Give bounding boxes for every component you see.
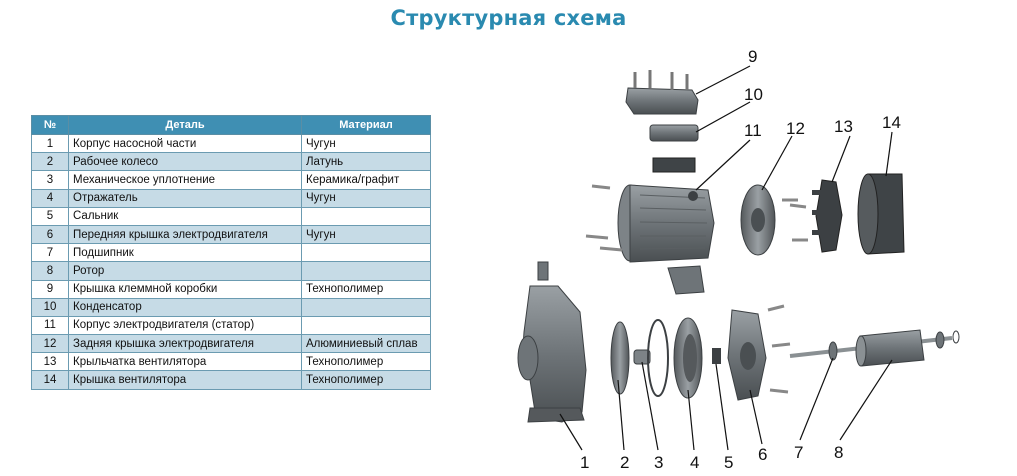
fan-impeller-part <box>812 179 843 253</box>
cell-num: 3 <box>31 170 69 190</box>
cell-num: 11 <box>31 315 69 336</box>
callout-11: 11 <box>744 121 762 140</box>
callout-13: 13 <box>834 117 853 136</box>
cell-num: 8 <box>31 261 69 281</box>
cell-material: Технополимер <box>301 352 431 372</box>
callout-1: 1 <box>580 453 589 472</box>
cell-part: Ротор <box>68 261 302 281</box>
callout-10: 10 <box>744 85 763 104</box>
shaft-seal-part <box>712 348 721 364</box>
callout-9: 9 <box>748 47 757 66</box>
cell-num: 1 <box>31 133 69 154</box>
capacitor-part <box>649 124 699 142</box>
cell-part: Корпус насосной части <box>68 133 302 154</box>
front-cover-part <box>727 309 767 401</box>
callout-4: 4 <box>690 453 699 472</box>
cell-num: 10 <box>31 297 69 317</box>
cell-material: Чугун <box>301 133 431 154</box>
cell-num: 7 <box>31 243 69 263</box>
deflector-part <box>673 317 703 399</box>
cell-part: Задняя крышка электродвигателя <box>68 334 302 354</box>
cell-num: 5 <box>31 206 69 226</box>
header-part: Деталь <box>68 115 302 135</box>
callout-8: 8 <box>834 443 843 462</box>
cell-part: Крыльчатка вентилятора <box>68 352 302 372</box>
callout-6: 6 <box>758 445 767 464</box>
header-material: Материал <box>301 115 431 135</box>
cell-material <box>301 297 431 317</box>
header-num: № <box>31 115 69 135</box>
cell-material: Чугун <box>301 224 431 245</box>
cell-material: Латунь <box>301 152 431 172</box>
cell-material: Чугун <box>301 188 431 208</box>
callout-12: 12 <box>786 119 805 138</box>
cell-part: Подшипник <box>68 243 302 263</box>
cell-material: Керамика/графит <box>301 170 431 190</box>
rotor-part <box>789 329 960 367</box>
cell-material: Технополимер <box>301 370 431 390</box>
stator-housing-part <box>617 184 715 263</box>
callout-3: 3 <box>654 453 663 472</box>
cell-num: 2 <box>31 152 69 172</box>
cell-part: Крышка клеммной коробки <box>68 279 302 299</box>
cell-part: Рабочее колесо <box>68 152 302 172</box>
cell-part: Крышка вентилятора <box>68 370 302 390</box>
cell-part: Конденсатор <box>68 297 302 317</box>
cell-num: 9 <box>31 279 69 299</box>
exploded-pump-diagram: 9 10 11 12 13 14 1 2 3 4 5 6 7 8 <box>517 47 960 472</box>
cell-part: Отражатель <box>68 188 302 208</box>
cell-num: 14 <box>31 370 69 390</box>
table-header-row: № Деталь Материал <box>31 115 431 135</box>
cell-num: 13 <box>31 352 69 372</box>
cell-part: Передняя крышка электродвигателя <box>68 224 302 245</box>
cell-material <box>301 261 431 281</box>
callout-5: 5 <box>724 453 733 472</box>
rear-cover-part <box>740 184 776 256</box>
cell-material: Технополимер <box>301 279 431 299</box>
cell-material <box>301 315 431 336</box>
cell-material <box>301 243 431 263</box>
callout-7: 7 <box>794 443 803 462</box>
callout-14: 14 <box>882 113 901 132</box>
cell-material <box>301 206 431 226</box>
cell-num: 6 <box>31 224 69 245</box>
terminal-box-cover-part <box>625 70 699 115</box>
page-title: Структурная схема <box>390 6 627 30</box>
cell-part: Механическое уплотнение <box>68 170 302 190</box>
cell-part: Корпус электродвигателя (статор) <box>68 315 302 336</box>
fan-cover-part <box>857 173 905 255</box>
impeller-part <box>610 321 630 395</box>
cell-part: Сальник <box>68 206 302 226</box>
callout-2: 2 <box>620 453 629 472</box>
cell-num: 12 <box>31 334 69 354</box>
pump-casing-part <box>517 261 587 423</box>
cell-material: Алюминиевый сплав <box>301 334 431 354</box>
cell-num: 4 <box>31 188 69 208</box>
terminal-base-part <box>652 157 696 173</box>
